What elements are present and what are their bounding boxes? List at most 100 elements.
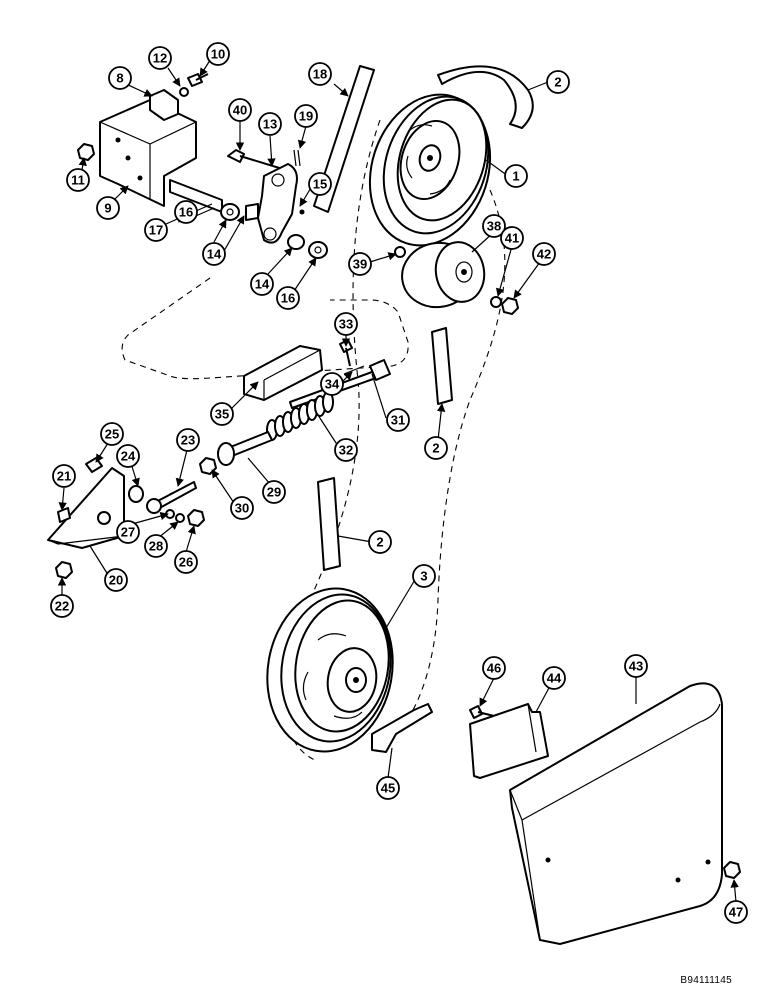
svg-text:31: 31	[391, 413, 405, 428]
svg-text:28: 28	[149, 539, 163, 554]
svg-text:22: 22	[55, 599, 69, 614]
callout-2-mid: 2	[424, 436, 448, 460]
nut-11	[77, 143, 95, 161]
callout-16-lower: 16	[276, 286, 300, 310]
svg-text:19: 19	[299, 109, 313, 124]
callout-39: 39	[348, 252, 372, 276]
lower-bracket	[371, 703, 433, 753]
svg-text:47: 47	[729, 905, 743, 920]
callout-25: 25	[100, 422, 124, 446]
svg-text:42: 42	[537, 247, 551, 262]
callout-18: 18	[308, 62, 332, 86]
svg-text:2: 2	[376, 535, 383, 550]
svg-text:17: 17	[149, 223, 163, 238]
washer-16-lower	[308, 241, 328, 259]
drive-belt-path	[281, 119, 506, 761]
svg-text:26: 26	[179, 555, 193, 570]
belt-section-top	[437, 65, 534, 129]
svg-text:2: 2	[554, 75, 561, 90]
svg-text:27: 27	[121, 525, 135, 540]
callout-2-low: 2	[368, 530, 392, 554]
washer-39	[394, 246, 406, 258]
svg-text:41: 41	[505, 231, 519, 246]
svg-text:45: 45	[381, 781, 395, 796]
nut-42	[501, 297, 519, 315]
callout-41: 41	[500, 226, 524, 250]
callout-17: 17	[144, 218, 168, 242]
svg-text:9: 9	[104, 201, 111, 216]
svg-text:21: 21	[57, 469, 71, 484]
svg-text:15: 15	[313, 177, 327, 192]
callout-13: 13	[258, 112, 282, 136]
svg-text:20: 20	[109, 573, 123, 588]
bushing-14-upper	[245, 203, 259, 221]
callout-34: 34	[320, 372, 344, 396]
svg-text:30: 30	[235, 501, 249, 516]
mounting-plate	[47, 467, 125, 549]
callout-45: 45	[376, 776, 400, 800]
bolt-46	[469, 705, 495, 719]
callout-16-upper: 16	[174, 200, 198, 224]
callout-11: 11	[66, 168, 90, 192]
bolt-25	[85, 457, 103, 473]
svg-text:3: 3	[420, 569, 427, 584]
tension-arm	[257, 163, 298, 244]
control-rod	[313, 65, 375, 213]
callout-21: 21	[52, 464, 76, 488]
svg-text:40: 40	[233, 103, 247, 118]
spring-pin-15	[299, 209, 305, 215]
washer-12	[179, 87, 189, 97]
plate-8	[149, 89, 179, 121]
svg-text:1: 1	[512, 169, 519, 184]
callout-15: 15	[308, 172, 332, 196]
upper-pulley	[368, 93, 492, 247]
svg-text:2: 2	[432, 441, 439, 456]
svg-text:23: 23	[181, 433, 195, 448]
washer-41	[490, 296, 502, 308]
washer-28	[175, 513, 185, 523]
bushing-14-lower	[287, 234, 305, 250]
svg-text:33: 33	[339, 317, 353, 332]
bolt-40	[227, 149, 287, 171]
callout-22: 22	[50, 594, 74, 618]
callout-12: 12	[148, 46, 172, 70]
svg-text:16: 16	[179, 205, 193, 220]
callout-2-top: 2	[546, 70, 570, 94]
svg-text:35: 35	[215, 407, 229, 422]
bolt-10	[187, 73, 209, 87]
svg-text:14: 14	[207, 247, 222, 262]
nut-22	[55, 561, 73, 579]
belt-shield	[509, 682, 723, 945]
svg-text:18: 18	[313, 67, 327, 82]
svg-text:29: 29	[267, 485, 281, 500]
callout-9: 9	[96, 196, 120, 220]
callout-3: 3	[412, 564, 436, 588]
svg-text:38: 38	[487, 219, 501, 234]
callout-42: 42	[532, 242, 556, 266]
callout-29: 29	[262, 480, 286, 504]
svg-text:34: 34	[325, 377, 340, 392]
washer-16-upper	[220, 203, 240, 221]
mounting-bracket	[99, 99, 223, 213]
nut-47	[723, 861, 741, 879]
lower-pulley	[266, 587, 394, 753]
callout-32: 32	[334, 438, 358, 462]
svg-text:44: 44	[547, 671, 562, 686]
callout-14-upper: 14	[202, 242, 226, 266]
callout-30: 30	[230, 496, 254, 520]
tensioner-bracket	[243, 345, 323, 401]
callout-14-lower: 14	[250, 272, 274, 296]
nut-26	[187, 509, 205, 527]
callout-27: 27	[116, 520, 140, 544]
callouts: 1 2 2 2 3 8 9 10 11 12 13 14 14 15 16 16…	[50, 42, 748, 924]
callout-31: 31	[386, 408, 410, 432]
svg-text:24: 24	[121, 449, 136, 464]
svg-text:43: 43	[629, 659, 643, 674]
callout-33: 33	[334, 312, 358, 336]
callout-23: 23	[176, 428, 200, 452]
belt-section-lower	[317, 477, 341, 571]
callout-47: 47	[724, 900, 748, 924]
idler-pulley	[401, 241, 486, 309]
pin-34	[343, 365, 365, 375]
svg-text:11: 11	[71, 173, 85, 188]
